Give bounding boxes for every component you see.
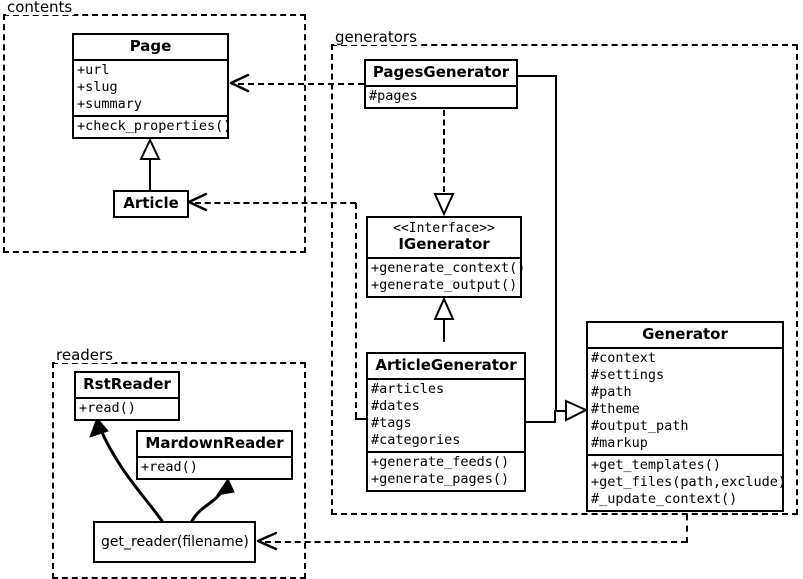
class-page-title: Page [129, 37, 172, 55]
class-generator-attribute: #theme [591, 401, 640, 417]
class-article-generator-attribute: #tags [371, 415, 412, 431]
class-page-attributes: +url +slug +summary [74, 59, 227, 115]
class-generator-operation: +get_templates() [591, 457, 722, 473]
realization-pagesgenerator-to-igenerator-line [443, 110, 445, 192]
package-contents [3, 14, 306, 253]
package-contents-label: contents [6, 0, 75, 16]
class-article-generator[interactable]: ArticleGenerator #articles #dates #tags … [366, 352, 526, 492]
class-page-operation: +check_properties() [77, 118, 232, 134]
class-rst-reader-title: RstReader [83, 375, 171, 393]
class-generator-attributes: #context #settings #path #theme #output_… [588, 347, 782, 454]
generalization-articlegenerator-to-generator-seg1 [526, 421, 556, 423]
class-mardown-reader[interactable]: MardownReader +read() [136, 430, 293, 480]
generalization-pagesgenerator-to-generator-seg1 [518, 75, 557, 77]
class-page[interactable]: Page +url +slug +summary +check_properti… [72, 33, 232, 139]
dependency-generator-to-getreader-seg2 [265, 541, 687, 543]
function-get-reader-label: get_reader(filename) [101, 534, 249, 550]
package-readers [52, 362, 306, 579]
dependency-pagesgenerator-to-page-line [238, 83, 364, 85]
class-mardown-reader-operation: +read() [141, 459, 198, 475]
class-generator-attribute: #output_path [591, 418, 689, 434]
function-get-reader[interactable]: get_reader(filename) [93, 521, 256, 563]
class-article-generator-operations: +generate_feeds() +generate_pages() [368, 451, 524, 490]
dependency-generator-to-getreader-seg1 [686, 503, 688, 543]
class-igenerator[interactable]: <<Interface>> IGenerator +generate_conte… [366, 216, 526, 298]
class-igenerator-operation: +generate_output() [371, 277, 518, 293]
class-rst-reader-operation: +read() [79, 400, 136, 416]
package-generators [331, 44, 798, 515]
class-generator-operations: +get_templates() +get_files(path,exclude… [588, 454, 787, 510]
class-page-attribute: +slug [77, 79, 118, 95]
class-page-attribute: +summary [77, 96, 143, 112]
class-mardown-reader-title: MardownReader [145, 434, 284, 452]
dependency-articlegenerator-to-article-seg2 [355, 418, 367, 420]
class-pages-generator-attribute: #pages [369, 88, 418, 104]
class-generator[interactable]: Generator #context #settings #path #them… [586, 321, 787, 512]
generalization-article-to-page-line [149, 158, 151, 190]
dependency-articlegenerator-to-article-seg1 [355, 203, 357, 418]
class-pages-generator-attributes: #pages [366, 85, 516, 107]
class-article-title: Article [123, 194, 179, 212]
generalization-articlegenerator-to-igenerator-line [443, 319, 445, 342]
class-rst-reader-operations: +read() [76, 397, 178, 419]
class-page-attribute: +url [77, 62, 110, 78]
generalization-articlegenerator-to-generator-seg2 [554, 410, 556, 423]
class-igenerator-title: IGenerator [398, 235, 490, 253]
generalization-pagesgenerator-to-generator-seg3 [555, 410, 567, 412]
class-generator-attribute: #path [591, 384, 632, 400]
class-article-generator-operation: +generate_feeds() [371, 454, 510, 470]
class-article-generator-title: ArticleGenerator [375, 356, 517, 374]
generalization-pagesgenerator-to-generator-seg2 [555, 75, 557, 412]
class-generator-attribute: #settings [591, 367, 665, 383]
package-readers-label: readers [55, 346, 115, 364]
class-article-generator-attributes: #articles #dates #tags #categories [368, 378, 524, 451]
class-mardown-reader-operations: +read() [138, 456, 291, 478]
class-article-generator-attribute: #categories [371, 432, 461, 448]
class-generator-attribute: #context [591, 350, 657, 366]
class-generator-title: Generator [642, 325, 728, 343]
class-article-generator-attribute: #articles [371, 381, 445, 397]
class-rst-reader[interactable]: RstReader +read() [74, 371, 180, 421]
class-igenerator-stereotype: <<Interface>> [393, 221, 495, 236]
class-article-generator-attribute: #dates [371, 398, 420, 414]
class-pages-generator-title: PagesGenerator [372, 63, 510, 81]
class-article[interactable]: Article [113, 190, 189, 218]
class-generator-operation: #_update_context() [591, 491, 738, 507]
dependency-articlegenerator-to-article-seg3 [195, 202, 356, 204]
class-article-generator-operation: +generate_pages() [371, 471, 510, 487]
class-igenerator-operation: +generate_context() [371, 260, 526, 276]
class-page-operations: +check_properties() [74, 115, 232, 137]
class-igenerator-operations: +generate_context() +generate_output() [368, 257, 526, 296]
package-generators-label: generators [334, 28, 419, 46]
class-pages-generator[interactable]: PagesGenerator #pages [364, 59, 518, 109]
class-generator-operation: +get_files(path,exclude) [591, 474, 787, 490]
class-generator-attribute: #markup [591, 435, 648, 451]
